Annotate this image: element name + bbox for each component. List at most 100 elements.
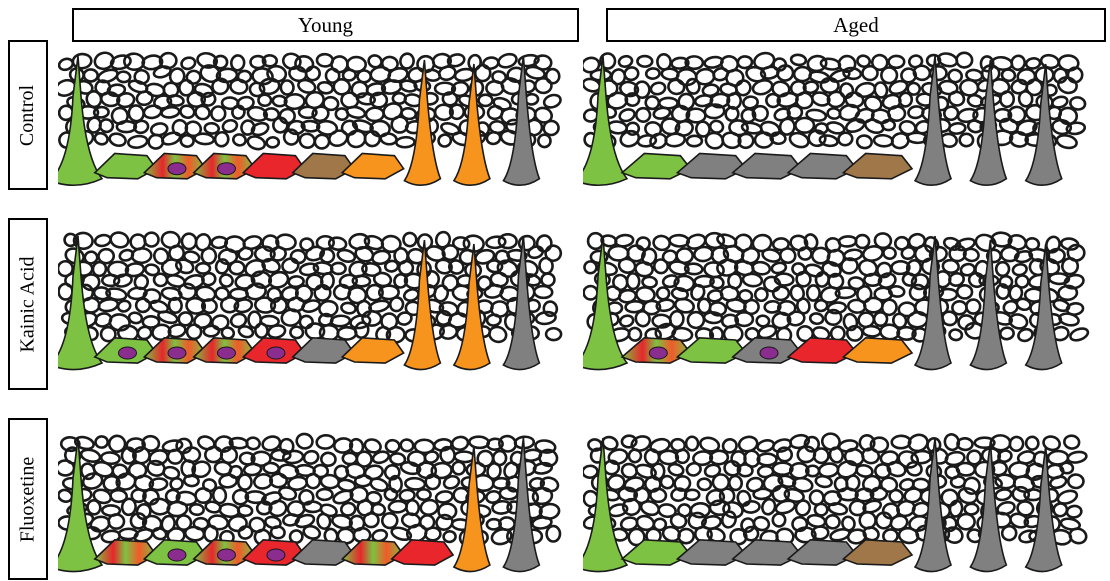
neuropil-circle — [652, 235, 670, 251]
neuropil-circle — [1024, 489, 1041, 500]
neuropil-circle — [366, 107, 384, 121]
neuropil-circle — [316, 434, 335, 449]
neuropil-circle — [486, 314, 501, 326]
cell-gray — [733, 154, 802, 179]
neuropil-circle — [957, 285, 972, 299]
neuropil-circle — [541, 273, 554, 286]
neuropil-circle — [888, 106, 905, 120]
cell-gray — [293, 338, 354, 363]
neuropil-circle — [534, 286, 553, 299]
neuropil-circle — [386, 440, 400, 453]
neuropil-circle — [794, 67, 811, 82]
neuropil-circles — [58, 51, 562, 152]
neuropil-circle — [753, 488, 771, 499]
cell-orange-rg — [454, 446, 490, 572]
neuropil-circle — [1008, 435, 1024, 452]
panel-fluoxetine-aged — [583, 430, 1110, 580]
neuropil-circle — [687, 136, 702, 147]
neuropil-circle — [824, 309, 842, 326]
neuropil-circle — [687, 311, 705, 328]
neuropil-circle — [995, 488, 1013, 501]
neuropil-circle — [204, 123, 219, 135]
row-label-kainic-acid-text: Kainic Acid — [17, 256, 40, 352]
neuropil-circle — [439, 324, 457, 340]
neuropil-circle — [1063, 435, 1080, 450]
cell-red — [392, 540, 453, 565]
neuropil-circle — [812, 248, 829, 264]
neuropil-circle — [341, 302, 357, 315]
neuropil-circle — [303, 501, 322, 512]
neuropil-circle — [667, 78, 685, 95]
cell-nucleus — [217, 347, 235, 359]
neuropil-circle — [238, 475, 251, 490]
neuropil-circle — [957, 514, 974, 529]
neuropil-circle — [535, 78, 551, 93]
neuropil-circles — [58, 432, 560, 546]
neuropil-circle — [654, 259, 668, 274]
neuropil-circle — [742, 501, 760, 514]
neuropil-circle — [686, 437, 698, 451]
neuropil-circle — [697, 478, 711, 490]
cell-orange-flat — [342, 338, 403, 363]
neuropil-circle — [328, 237, 346, 251]
neuropil-circle — [960, 134, 974, 147]
cell-brown — [843, 154, 912, 179]
neuropil-circle — [320, 474, 339, 489]
neuropil-circle — [195, 488, 211, 503]
neuropil-circle — [399, 438, 414, 452]
neuropil-circle — [181, 233, 196, 249]
neuropil-circle — [94, 107, 109, 118]
neuropil-circle — [628, 449, 642, 464]
row-label-control: Control — [8, 40, 48, 190]
neuropil-circle — [694, 246, 714, 262]
neuropil-circle — [270, 526, 285, 540]
neuropil-circle — [201, 248, 216, 264]
cell-green — [95, 154, 156, 179]
neuropil-circle — [1000, 91, 1014, 106]
neuropil-circle — [353, 275, 371, 286]
panel-svg — [58, 228, 583, 378]
neuropil-circle — [72, 53, 92, 69]
neuropil-circle — [1018, 91, 1033, 107]
neuropil-circle — [956, 52, 973, 68]
neuropil-circle — [469, 436, 489, 448]
neuropil-circle — [825, 514, 841, 530]
neuropil-circle — [215, 258, 230, 275]
neuropil-circle — [761, 498, 777, 516]
cell-nucleus — [168, 549, 186, 561]
neuropil-circle — [646, 68, 660, 79]
neuropil-circle — [384, 487, 399, 501]
neuropil-circle — [828, 446, 844, 464]
cell-nucleus — [118, 347, 136, 359]
neuropil-circle — [327, 128, 349, 148]
neuropil-circle — [1025, 57, 1040, 69]
neuropil-circle — [1056, 75, 1078, 95]
neuropil-circle — [665, 133, 686, 148]
neuropil-circle — [527, 245, 544, 260]
neuropil-circle — [258, 94, 271, 106]
neuropil-circle — [486, 81, 503, 95]
neuropil-circle — [137, 325, 153, 340]
neuropil-circle — [295, 432, 314, 450]
neuropil-circle — [337, 327, 356, 340]
neuropil-circle — [229, 261, 244, 275]
neuropil-circle — [93, 132, 109, 146]
neuropil-circle — [486, 131, 501, 145]
neuropil-circle — [618, 55, 633, 68]
cell-red — [788, 338, 857, 363]
neuropil-circle — [623, 66, 639, 81]
neuropil-circle — [266, 137, 279, 148]
neuropil-circle — [84, 69, 98, 82]
neuropil-circle — [317, 489, 333, 500]
neuropil-circle — [400, 53, 415, 69]
neuropil-circle — [650, 81, 667, 96]
neuropil-circle — [380, 133, 397, 145]
neuropil-circle — [232, 133, 247, 146]
neuropil-circle — [996, 262, 1009, 276]
neuropil-circle — [343, 453, 357, 464]
neuropil-circle — [281, 80, 294, 95]
neuropil-circles — [583, 51, 1086, 151]
neuropil-circle — [862, 66, 878, 81]
neuropil-circle — [627, 326, 642, 342]
row-label-control-text: Control — [17, 84, 40, 145]
